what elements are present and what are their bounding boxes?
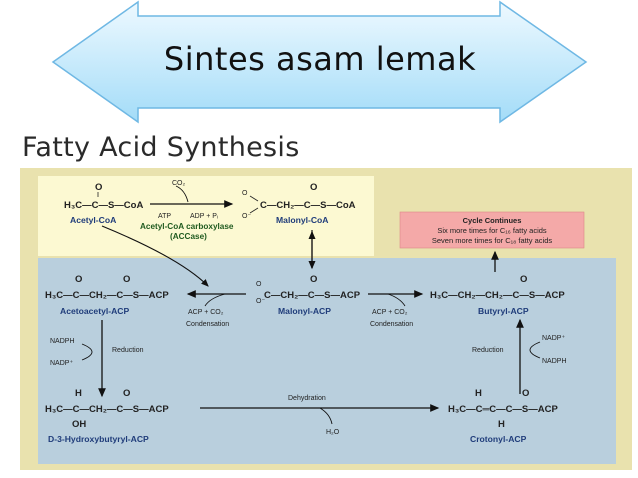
- cycle-continues-box: [399, 211, 585, 249]
- crotonyl-name: Crotonyl-ACP: [470, 434, 527, 444]
- butyryl-name: Butyryl-ACP: [478, 306, 529, 316]
- condensation-right-text: ACP + CO₂: [372, 309, 408, 316]
- svg-text:O⁻: O⁻: [256, 298, 265, 305]
- acetoacetyl-name: Acetoacetyl-ACP: [60, 306, 130, 316]
- acetyl-coa-name: Acetyl-CoA: [70, 215, 116, 225]
- malonyl-acp-formula: C—CH₂—C—S—ACP: [264, 290, 361, 301]
- svg-text:O: O: [310, 274, 317, 285]
- dehydration-label: Dehydration: [288, 395, 326, 402]
- malonyl-coa-name: Malonyl-CoA: [276, 215, 329, 225]
- malonyl-coa-o-top: O: [242, 190, 248, 197]
- crotonyl-acp: H O H₃C—C═C—C—S—ACP H Crotonyl-ACP: [448, 388, 558, 444]
- fatty-acid-synthesis-diagram: O H₃C—C—S—CoA Acetyl-CoA CO₂ ATP ADP + P…: [20, 168, 632, 470]
- co2-label: CO₂: [172, 180, 186, 187]
- acetyl-to-condensation-arrow: [101, 225, 209, 287]
- acetyl-coa: O H₃C—C—S—CoA Acetyl-CoA: [64, 182, 143, 225]
- svg-text:O: O: [75, 274, 82, 285]
- malonyl-acp: O O⁻ O C—CH₂—C—S—ACP Malonyl-ACP: [256, 274, 361, 316]
- malonyl-coa-o: O: [310, 182, 317, 193]
- acetoacetyl-formula: H₃C—C—CH₂—C—S—ACP: [45, 290, 169, 301]
- hydroxybutyryl-oh: OH: [72, 419, 86, 430]
- svg-text:O: O: [123, 274, 130, 285]
- enzyme-label: Acetyl-CoA carboxylase: [140, 222, 234, 231]
- co2-curve: [175, 185, 189, 203]
- banner-double-arrow: [51, 0, 588, 124]
- butyryl-formula: H₃C—CH₂—CH₂—C—S—ACP: [430, 290, 565, 301]
- reduction-right-nadp: NADP⁺: [542, 335, 565, 342]
- hydroxybutyryl-acp: H O H₃C—C—CH₂—C—S—ACP OH D-3-Hydroxybuty…: [45, 388, 169, 444]
- acetoacetyl-acp: O O H₃C—C—CH₂—C—S—ACP Acetoacetyl-ACP: [45, 274, 169, 316]
- atp-label: ATP: [158, 213, 171, 220]
- svg-text:O: O: [123, 388, 130, 399]
- hydroxybutyryl-h: H: [75, 388, 82, 399]
- crotonyl-formula: H₃C—C═C—C—S—ACP: [448, 404, 558, 415]
- malonyl-coa-o-minus: O⁻: [242, 213, 251, 220]
- hydroxybutyryl-name: D-3-Hydroxybutyryl-ACP: [48, 434, 149, 444]
- reduction-left-nadph: NADPH: [50, 338, 75, 345]
- svg-text:O: O: [522, 388, 529, 399]
- reduction-left-label: Reduction: [112, 347, 144, 354]
- acetyl-coa-formula: H₃C—C—S—CoA: [64, 200, 143, 211]
- svg-text:O: O: [256, 281, 262, 288]
- reduction-left-nadp: NADP⁺: [50, 360, 73, 367]
- cycle-line1: Six more times for C₁₆ fatty acids: [437, 226, 547, 235]
- banner-arrow-shape: [51, 0, 588, 124]
- reduction-right-nadph: NADPH: [542, 358, 567, 365]
- condensation-left-text: ACP + CO₂: [188, 309, 224, 316]
- malonyl-coa-formula: C—CH₂—C—S—CoA: [260, 200, 356, 211]
- butyryl-acp: O H₃C—CH₂—CH₂—C—S—ACP Butyryl-ACP: [430, 274, 565, 316]
- dehydration-water: H₂O: [326, 429, 340, 436]
- malonyl-coa: O O⁻ O C—CH₂—C—S—CoA Malonyl-CoA: [242, 182, 356, 225]
- adp-label: ADP + Pᵢ: [190, 213, 218, 220]
- condensation-left-label: Condensation: [186, 321, 229, 328]
- crotonyl-h-top: H: [475, 388, 482, 399]
- banner-title: Sintes asam lemak: [163, 40, 477, 78]
- reduction-right-label: Reduction: [472, 347, 504, 354]
- yellow-panel: [38, 176, 374, 256]
- acetyl-coa-o: O: [95, 182, 102, 193]
- figure-title: Fatty Acid Synthesis: [22, 132, 300, 163]
- crotonyl-h-bottom: H: [498, 419, 505, 430]
- cycle-line2: Seven more times for C₁₈ fatty acids: [432, 236, 553, 245]
- cycle-title: Cycle Continues: [463, 216, 522, 225]
- svg-text:O: O: [520, 274, 527, 285]
- condensation-right-label: Condensation: [370, 321, 413, 328]
- enzyme-abbr: (ACCase): [170, 232, 207, 241]
- malonyl-acp-name: Malonyl-ACP: [278, 306, 331, 316]
- hydroxybutyryl-formula: H₃C—C—CH₂—C—S—ACP: [45, 404, 169, 415]
